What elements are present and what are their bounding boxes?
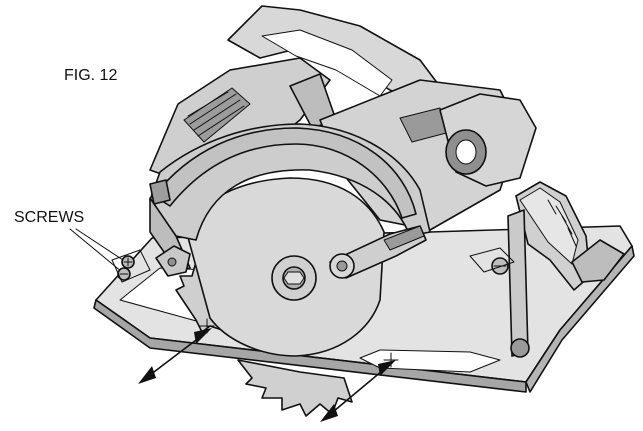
main-handle [227, 5, 445, 129]
alignment-marks [138, 318, 399, 422]
guard-lift-lever [329, 225, 427, 279]
double-arrow-icon [138, 328, 212, 384]
screw-heads [111, 249, 151, 283]
front-knob [439, 93, 537, 187]
lower-blade-teeth [237, 359, 353, 417]
screws-callout: SCREWS [14, 209, 84, 226]
screws-leader-lines [69, 228, 127, 273]
figure-label: FIG. 12 [64, 67, 117, 84]
double-arrow-icon [320, 360, 396, 422]
bevel-quadrant [507, 181, 625, 358]
rear-adjust-screw [469, 247, 515, 275]
depth-bracket [155, 245, 191, 277]
upper-guard [149, 127, 417, 273]
arbor-bolt [271, 255, 317, 301]
vent-grille [183, 87, 251, 143]
